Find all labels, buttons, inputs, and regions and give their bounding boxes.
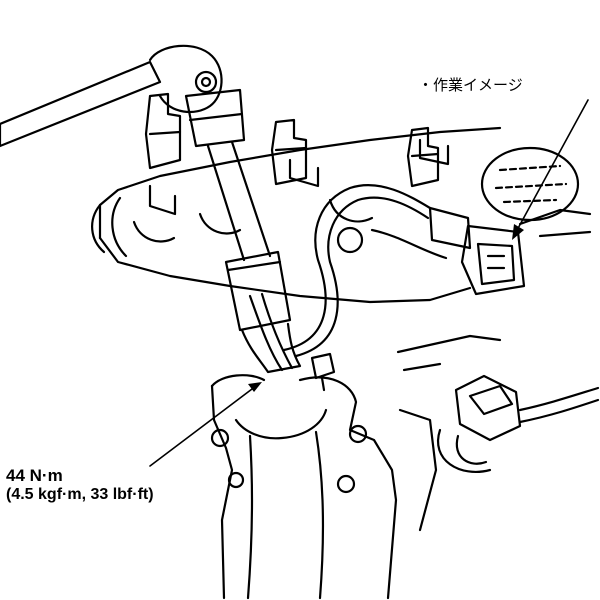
torque-value-alt-units: (4.5 kgf·m, 33 lbf·ft)	[6, 486, 154, 503]
manifold-nuts	[210, 352, 368, 494]
cylinder-head	[91, 126, 592, 304]
upper-connector	[428, 206, 526, 296]
leader-lines	[149, 99, 589, 467]
exhaust-manifold	[210, 334, 502, 600]
oil-filler-cap	[480, 146, 580, 222]
ignition-coils	[144, 92, 440, 188]
leader-line-torque	[149, 385, 257, 467]
socket-wrench	[0, 44, 292, 332]
torque-spec: 44 N·m (4.5 kgf·m, 33 lbf·ft)	[6, 466, 154, 504]
arrowhead-torque	[248, 382, 262, 392]
arrowhead-work-image	[512, 224, 524, 240]
work-image-label: ・作業イメージ	[418, 76, 523, 94]
torque-value-nm: 44 N·m	[6, 466, 63, 485]
lower-connector	[437, 374, 600, 473]
leader-arrowheads	[248, 224, 524, 392]
oxygen-sensor	[240, 183, 448, 374]
leader-line-work-image	[515, 99, 589, 233]
